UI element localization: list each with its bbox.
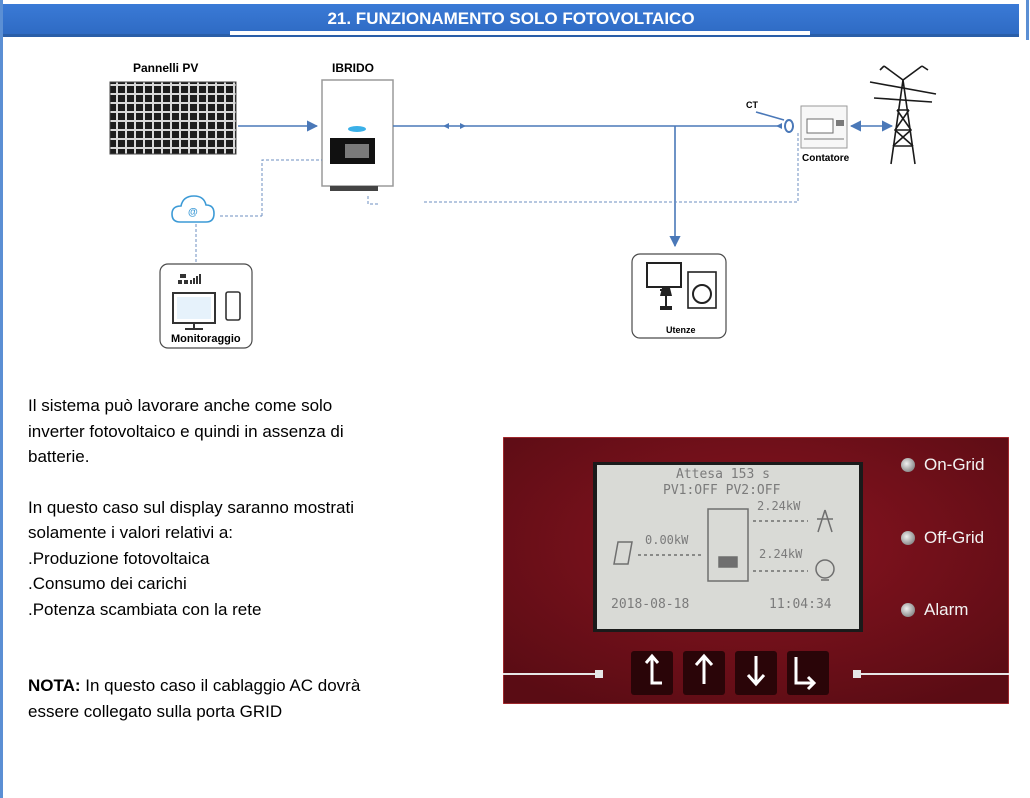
- system-diagram: Pannelli PV IBRIDO CT Contatore @ Monito…: [0, 40, 1030, 360]
- spacer: [28, 470, 428, 495]
- lcd-line-1: Attesa 153 s: [676, 467, 770, 482]
- lcd-line-2: PV1:OFF PV2:OFF: [663, 483, 781, 498]
- esc-icon[interactable]: [631, 651, 673, 695]
- solar-panel-icon: [109, 81, 237, 155]
- pv-label: Pannelli PV: [133, 61, 199, 75]
- lcd-load-power: 2.24kW: [759, 547, 803, 561]
- lcd-date: 2018-08-18: [611, 597, 690, 612]
- inverter-display-photo: Attesa 153 s PV1:OFF PV2:OFF 2.24kW 0.00…: [502, 436, 1010, 705]
- note-text: In questo caso il cablaggio AC dovrà: [80, 676, 361, 695]
- shown-intro-line: In questo caso sul display saranno mostr…: [28, 497, 355, 517]
- intro-line: Il sistema può lavorare anche come solo: [28, 396, 333, 415]
- down-icon[interactable]: [735, 651, 777, 695]
- diagram-svg: [109, 65, 937, 349]
- inverter-icon: [321, 79, 394, 191]
- meter-icon: [800, 105, 848, 149]
- loads-label: Utenze: [666, 325, 696, 335]
- enter-icon[interactable]: [787, 651, 829, 695]
- spacer: [28, 622, 428, 673]
- intro-line: inverter fotovoltaico e quindi in assenz…: [28, 421, 344, 441]
- ct-label: CT: [746, 100, 758, 110]
- monitor-icon: [172, 292, 216, 330]
- bus-arrow-right: [776, 123, 782, 129]
- title-underline: [230, 31, 810, 35]
- cloud-at-symbol: @: [188, 207, 198, 218]
- ct-wire-line: [424, 132, 799, 203]
- led-label-off-grid: Off-Grid: [924, 528, 985, 547]
- frame-left-border: [0, 0, 3, 798]
- lcd-screen: [597, 465, 859, 629]
- page-title: 21. FUNZIONAMENTO SOLO FOTOVOLTAICO: [327, 9, 695, 28]
- signal-icons: [178, 274, 201, 284]
- washer-icon: [687, 271, 717, 309]
- monitoring-box: [159, 263, 253, 349]
- description-text: Il sistema può lavorare anche come solo …: [28, 393, 428, 724]
- led-off-grid: [901, 531, 915, 545]
- meter-label: Contatore: [802, 153, 850, 164]
- lcd-pv-power: 0.00kW: [645, 533, 689, 547]
- loads-box: [631, 253, 727, 339]
- display-photo-svg: [502, 436, 1010, 705]
- ct-wire-stub: [367, 196, 378, 205]
- ct-pointer: [755, 111, 785, 121]
- list-item: .Produzione fotovoltaica: [28, 548, 210, 568]
- pylon-icon: [869, 65, 937, 165]
- lcd-bulb-icon: [815, 559, 835, 579]
- lcd-inverter-icon: [707, 508, 749, 582]
- lcd-pv-icon: [613, 541, 633, 565]
- monitoring-label: Monitoraggio: [171, 333, 241, 345]
- note-label: NOTA:: [28, 676, 81, 695]
- up-icon[interactable]: [683, 651, 725, 695]
- list-item: .Consumo dei carichi: [28, 574, 187, 593]
- phone-icon: [225, 291, 241, 321]
- led-label-alarm: Alarm: [924, 600, 969, 619]
- cloud-icon: [171, 195, 215, 223]
- led-on-grid: [901, 458, 915, 472]
- bus-arrows-left: [443, 123, 466, 129]
- ct-sensor-icon: [784, 119, 794, 133]
- lcd-grid-icon: [817, 509, 833, 533]
- note-line: NOTA: In questo caso il cablaggio AC dov…: [28, 673, 428, 699]
- note-line: essere collegato sulla porta GRID: [28, 701, 283, 721]
- frame-right-border: [1026, 0, 1029, 40]
- lamp-icon: [660, 288, 672, 310]
- lcd-time: 11:04:34: [769, 597, 832, 612]
- led-alarm: [901, 603, 915, 617]
- inverter-cloud-link: [261, 159, 322, 216]
- lcd-grid-power: 2.24kW: [757, 499, 801, 513]
- inverter-label: IBRIDO: [332, 61, 374, 75]
- shown-intro-line: solamente i valori relativi a:: [28, 523, 234, 542]
- list-item: .Potenza scambiata con la rete: [28, 599, 262, 619]
- led-label-on-grid: On-Grid: [924, 455, 985, 474]
- intro-line: batterie.: [28, 447, 90, 466]
- tv-icon: [646, 262, 682, 291]
